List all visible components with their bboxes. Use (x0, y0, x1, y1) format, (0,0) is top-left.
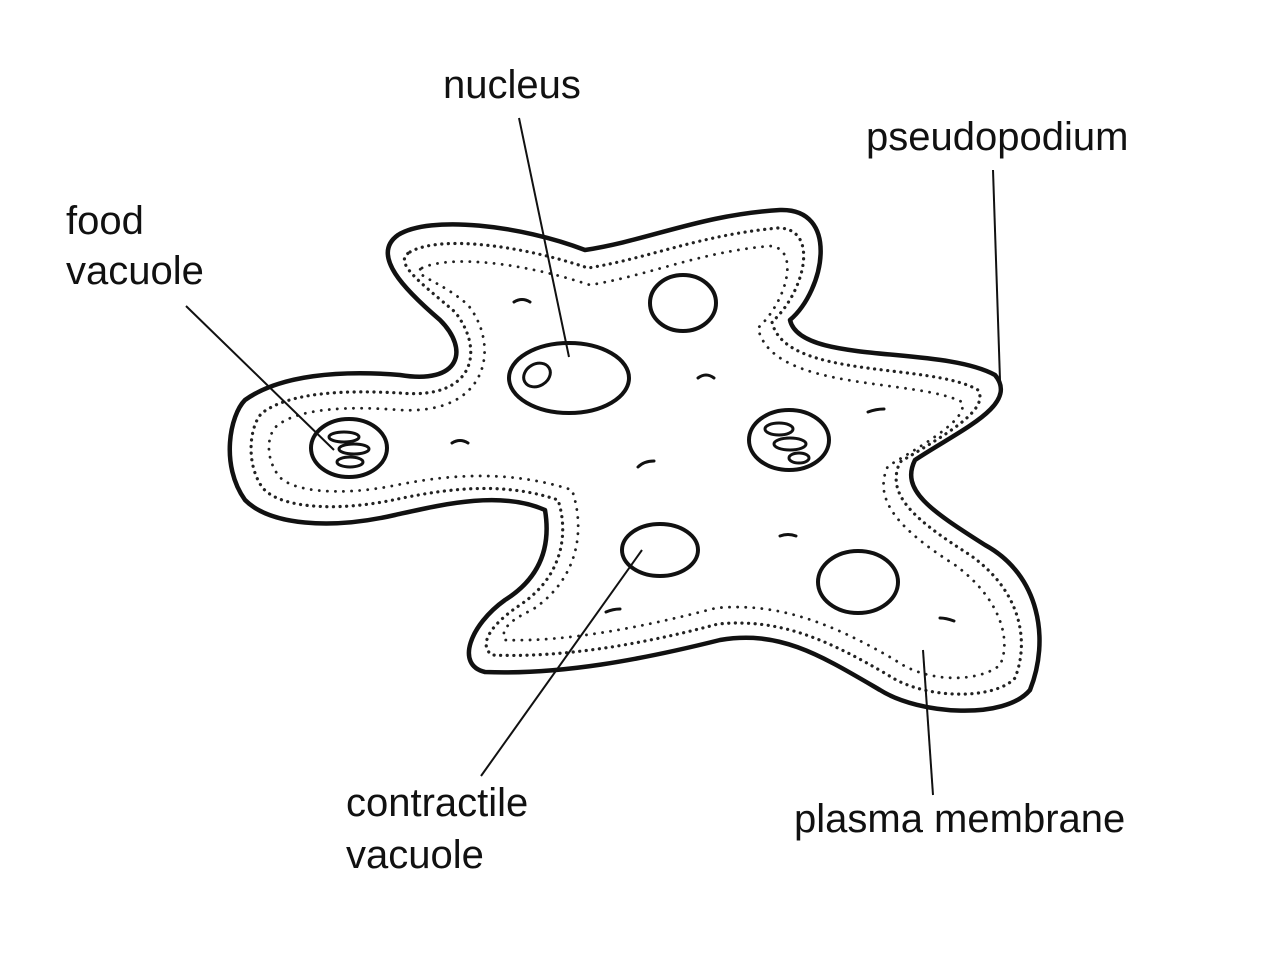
food-vacuole-label-line2: vacuole (66, 249, 204, 293)
food-particle (787, 451, 811, 465)
food-vacuole-leader (185, 305, 335, 451)
contractile-vacuole-shape (620, 522, 700, 578)
pseudopodium-leader (992, 169, 1001, 381)
granule (938, 616, 956, 623)
contractile-vacuole-label-line2: vacuole (346, 833, 484, 877)
food-particle (327, 430, 361, 444)
granule (866, 407, 886, 414)
nucleus-shape (507, 341, 631, 415)
ectoplasm-stipple-inner (267, 244, 1006, 680)
contractile-vacuole-label-line1: contractile (346, 781, 528, 825)
vacuole-top (648, 273, 718, 333)
plasma-membrane-label: plasma membrane (794, 797, 1125, 841)
granule (778, 533, 798, 538)
granule (450, 439, 470, 445)
nucleus-leader (518, 117, 570, 358)
plasma-membrane-leader (922, 649, 934, 796)
nucleus-label: nucleus (443, 63, 581, 107)
granule (604, 607, 622, 614)
vacuole-lower-right (816, 549, 900, 615)
granule (636, 459, 656, 469)
food-particle (337, 442, 371, 456)
pseudopodium-label: pseudopodium (866, 115, 1128, 159)
food-particle (335, 455, 365, 469)
food-particle (772, 436, 808, 452)
nucleolus-shape (522, 361, 552, 389)
food-particle (763, 421, 795, 437)
food-vacuole-label-line1: food (66, 199, 144, 243)
contractile-vacuole-leader (480, 549, 643, 777)
ectoplasm-stipple (249, 226, 1023, 696)
granule (696, 373, 716, 380)
granule (512, 298, 532, 304)
